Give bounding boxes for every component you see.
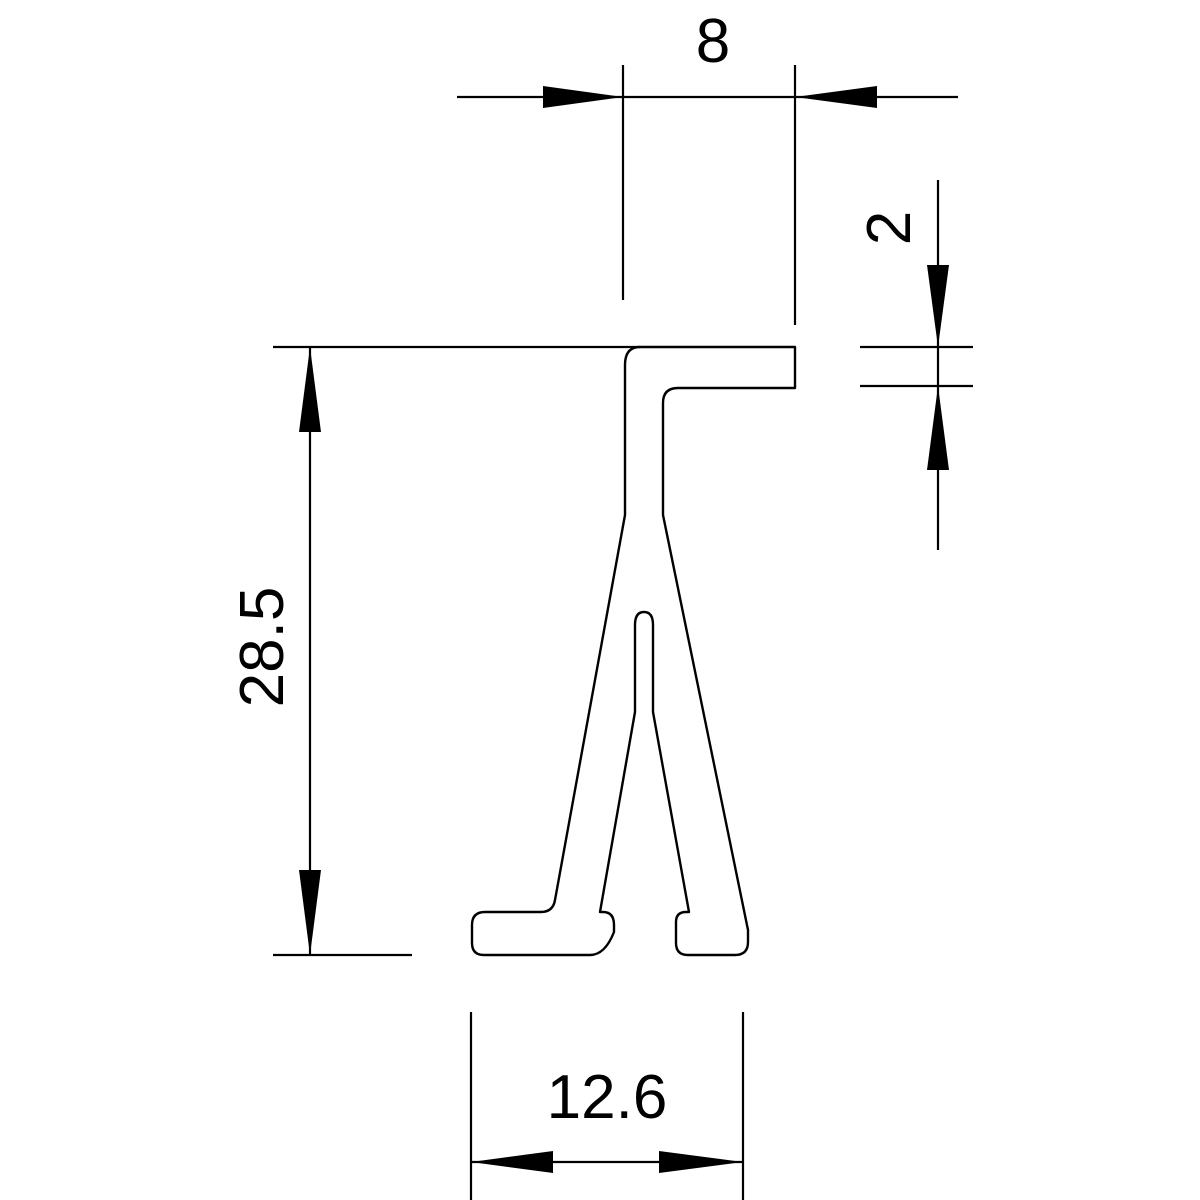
dimension-label-top-width: 8 [696,7,730,76]
arrow-left-icon [471,1151,553,1173]
arrow-down-icon [927,265,949,347]
arrow-right-icon [659,1151,743,1173]
profile-outline [470,345,797,957]
arrow-up-icon [299,347,321,432]
arrow-left-icon [795,86,877,108]
dimension-label-height: 28.5 [228,587,297,708]
profile-outer-contour [470,345,797,957]
arrow-right-icon [543,86,623,108]
dimension-top-width: 8 [457,7,958,325]
dimension-bottom-width: 12.6 [469,1012,745,1200]
dimension-label-flange-thickness: 2 [855,211,924,245]
arrow-up-icon [927,386,949,470]
dimension-height: 28.5 [228,345,640,957]
arrow-down-icon [299,870,321,955]
dimension-label-bottom-width: 12.6 [547,1063,668,1132]
dimension-flange-thickness: 2 [855,180,973,550]
